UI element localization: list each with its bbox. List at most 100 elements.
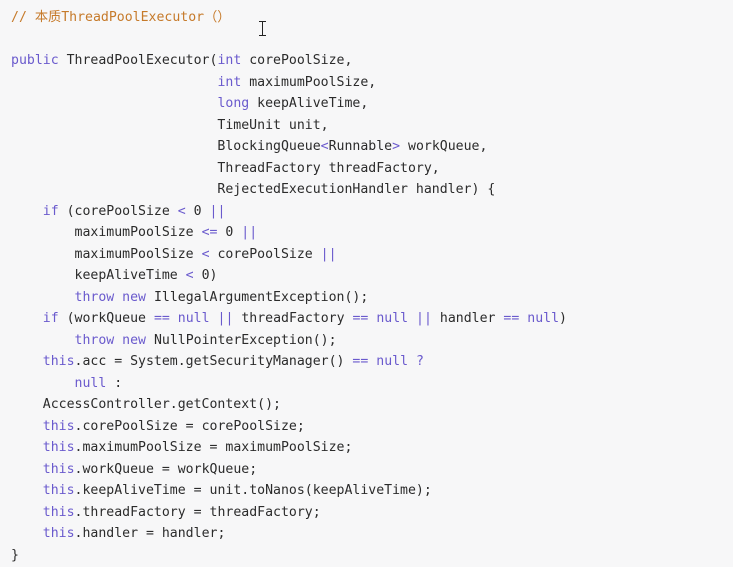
code-token: .threadFactory = threadFactory; [74,504,321,520]
code-token: 0) [193,268,218,283]
code-line: this.acc = System.getSecurityManager() =… [0,351,733,373]
code-line: this.threadFactory = threadFactory; [0,502,733,524]
code-token: == [153,311,170,326]
code-token: keepAliveTime, [249,96,369,111]
code-token: || [416,311,432,326]
code-token: null [527,311,560,326]
code-token: .acc = System.getSecurityManager() [74,354,353,369]
code-line: this.handler = handler; [0,523,733,545]
code-token: int [217,53,242,68]
code-token: this [42,504,75,520]
code-token: .keepAliveTime = unit.toNanos(keepAliveT… [74,483,432,498]
code-token: } [11,547,19,563]
code-token: this [42,483,75,498]
code-token: > [392,139,401,154]
code-token: maximumPoolSize [11,225,202,240]
code-token: .maximumPoolSize = maximumPoolSize; [74,440,353,455]
code-token: BlockingQueue [11,139,321,154]
code-token: if [42,203,59,219]
code-token: == [352,311,369,326]
code-line: this.maximumPoolSize = maximumPoolSize; [0,437,733,459]
code-token: maximumPoolSize [11,246,202,262]
code-token: ThreadFactory threadFactory, [11,160,440,176]
code-token: .handler = handler; [74,526,226,541]
code-line: AccessController.getContext(); [0,394,733,416]
code-token: keepAliveTime [11,268,186,283]
code-token: AccessController.getContext(); [11,397,281,412]
code-token: handler [431,311,504,326]
code-line: ThreadFactory threadFactory, [0,158,733,180]
code-token: TimeUnit unit, [11,117,329,133]
code-line: if (workQueue == null || threadFactory =… [0,308,733,330]
code-line: throw new IllegalArgumentException(); [0,287,733,309]
code-token: .workQueue = workQueue; [74,461,258,477]
code-token [408,311,416,326]
code-token: int [217,74,242,90]
code-token [11,333,75,348]
code-token: maximumPoolSize, [241,74,377,90]
code-line: } [0,545,733,567]
code-token: workQueue, [400,139,488,154]
code-token: threadFactory [233,311,353,326]
code-token: null [376,311,409,326]
text-cursor-icon [257,20,269,36]
code-line: public ThreadPoolExecutor(int corePoolSi… [0,50,733,72]
code-token: null [74,375,107,391]
code-line [0,29,733,51]
code-token: <= [201,225,218,240]
code-token: 0 [185,203,210,219]
code-token: Runnable [328,139,393,154]
code-token [170,311,178,326]
code-token: 0 [217,225,242,240]
code-token [11,354,43,369]
code-token: RejectedExecutionHandler handler) { [11,182,496,197]
code-token [11,419,43,434]
code-token: this [42,526,75,541]
code-line: maximumPoolSize < corePoolSize || [0,244,733,266]
code-token [11,376,75,391]
code-token: .corePoolSize = corePoolSize; [74,418,305,434]
code-token: this [42,354,75,369]
code-token: IllegalArgumentException(); [146,289,369,305]
code-token: throw new [74,289,146,305]
code-token: || [217,311,234,326]
code-token [11,311,43,326]
code-line: throw new NullPointerException(); [0,330,733,352]
code-token [11,483,43,498]
code-token: public [11,53,59,68]
code-token: long [217,96,250,111]
code-line: null : [0,373,733,395]
code-token: || [320,246,337,262]
code-token [408,354,416,369]
code-token: (workQueue [58,311,154,326]
code-line: if (corePoolSize < 0 || [0,201,733,223]
code-token: == [503,311,520,326]
code-block[interactable]: // 本质ThreadPoolExecutor（）public ThreadPo… [0,7,733,566]
code-line: TimeUnit unit, [0,115,733,137]
code-line: this.workQueue = workQueue; [0,459,733,481]
code-token: < [320,139,329,154]
code-token [11,96,217,111]
code-token: || [241,225,258,240]
code-token: ? [415,354,424,369]
code-line: long keepAliveTime, [0,93,733,115]
code-token [210,311,218,326]
code-token: < [185,268,194,283]
code-token: throw new [74,332,146,348]
code-token: this [42,418,75,434]
code-line: this.keepAliveTime = unit.toNanos(keepAl… [0,480,733,502]
code-token: NullPointerException(); [146,332,337,348]
code-token: || [209,203,226,219]
code-token [11,75,217,90]
code-token [11,505,43,520]
code-token: : [106,375,123,391]
code-token: null [177,311,210,326]
code-token: corePoolSize, [241,53,353,68]
code-token [11,440,43,455]
code-line: this.corePoolSize = corePoolSize; [0,416,733,438]
code-token [11,462,43,477]
code-token: == [352,354,369,369]
code-token: ThreadPoolExecutor( [58,53,218,68]
code-token [11,526,43,541]
